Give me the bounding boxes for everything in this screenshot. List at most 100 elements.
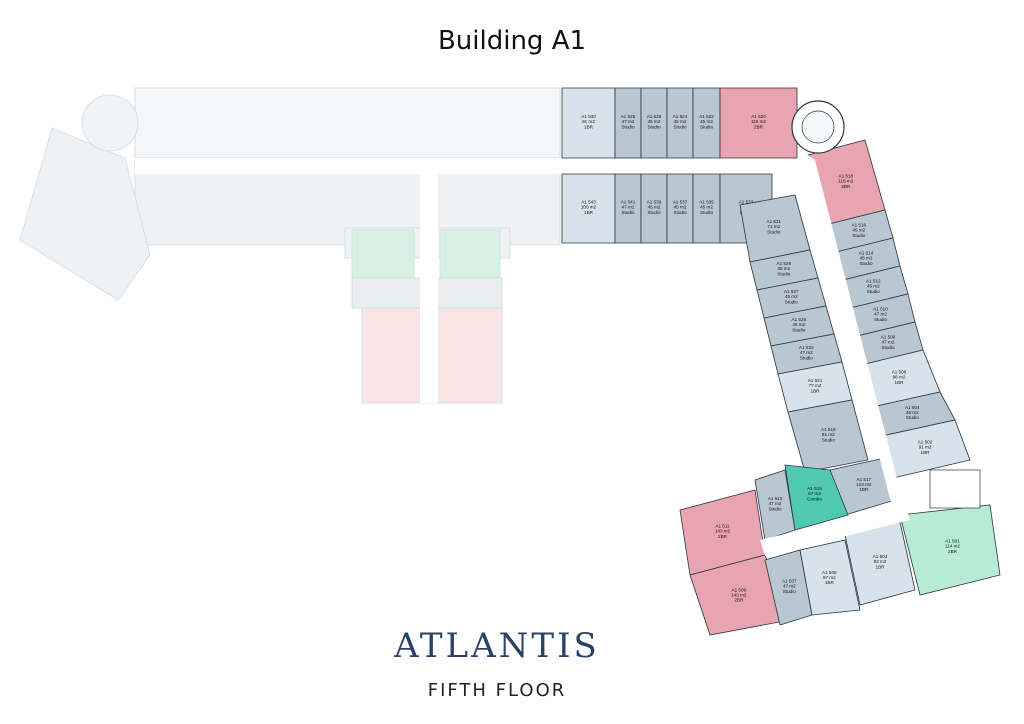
- unit-shape[interactable]: [719, 87, 798, 159]
- unit-label: A1 522: [699, 114, 714, 119]
- unit-label: 115 m2: [751, 119, 766, 124]
- unit-label: A1 518: [839, 174, 854, 179]
- unit-label: A1 535: [699, 200, 714, 205]
- unit-label: A1 524: [673, 114, 688, 119]
- unit-label: A1 519: [821, 427, 836, 432]
- unit-label: A1 516: [852, 223, 867, 228]
- dim-mint-left: [351, 229, 415, 279]
- unit-label: 45 m2: [792, 322, 805, 327]
- unit-label: 2BR: [754, 124, 764, 129]
- unit-label: A1 505: [822, 570, 837, 575]
- unit-label: 1BR: [811, 388, 821, 393]
- unit-label: 1BR: [859, 487, 869, 492]
- unit-label: A1 539: [647, 200, 662, 205]
- unit-label: 45 m2: [906, 410, 919, 415]
- unit-label: Combo: [807, 496, 822, 501]
- unit-label: Studio: [700, 124, 713, 129]
- unit-label: Studio: [822, 437, 835, 442]
- unit-label: 45 m2: [867, 284, 880, 289]
- unit-label: 45 m2: [648, 119, 661, 124]
- unit-label: 47 m2: [622, 119, 635, 124]
- unit-label: A1 502: [918, 440, 933, 445]
- unit-label: A1 526: [647, 114, 662, 119]
- unit-label: A1 525: [792, 317, 807, 322]
- unit-shape[interactable]: [799, 539, 861, 616]
- unit-label: 81 m2: [822, 432, 835, 437]
- unit-label: Studio: [700, 210, 713, 215]
- unit-label: Studio: [852, 233, 865, 238]
- unit-label: 114 m2: [945, 544, 960, 549]
- unit-label: 47 m2: [622, 205, 635, 210]
- unit-label: 45 m2: [777, 266, 790, 271]
- unit-label: Studio: [867, 289, 880, 294]
- elevator-core: [929, 469, 981, 509]
- unit-label: A1 520: [751, 114, 766, 119]
- floor-label: FIFTH FLOOR: [427, 680, 567, 701]
- unit-label: Studio: [859, 261, 872, 266]
- unit-label: A1 512: [866, 279, 881, 284]
- unit-label: A1 529: [777, 261, 792, 266]
- unit-label: Studio: [621, 124, 634, 129]
- unit-shape[interactable]: [784, 464, 849, 531]
- unit-label: 47 m2: [882, 340, 895, 345]
- unit-label: Studio: [792, 327, 805, 332]
- dim-corridor-vertical: [420, 158, 438, 403]
- unit-label: 143 m2: [715, 529, 731, 534]
- unit-label: Studio: [673, 210, 686, 215]
- unit-label: 2BR: [841, 184, 851, 189]
- unit-label: A1 510: [873, 307, 888, 312]
- unit-label: Studio: [785, 299, 798, 304]
- corridor-bottom: [760, 505, 910, 556]
- unit-label: 143 m2: [731, 593, 747, 598]
- unit-label: 1BR: [876, 564, 886, 569]
- unit-label: 45 m2: [674, 205, 687, 210]
- unit-label: A1 521: [808, 378, 823, 383]
- unit-label: A1 541: [621, 200, 636, 205]
- dimmed-wing: [19, 87, 561, 404]
- unit-label: A1 508: [881, 335, 896, 340]
- unit-label: 1BR: [825, 580, 835, 585]
- unit-label: Studio: [777, 271, 790, 276]
- unit-label: A1 514: [859, 251, 874, 256]
- unit-label: Studio: [647, 124, 660, 129]
- unit-label: A1 533: [739, 200, 754, 205]
- unit-label: Studio: [767, 229, 780, 234]
- stair-inner: [801, 110, 835, 144]
- unit-label: 100 m2: [581, 205, 597, 210]
- unit-label: 2BR: [718, 534, 728, 539]
- unit-label: 91 m2: [582, 119, 595, 124]
- unit-label: 123 m2: [856, 482, 872, 487]
- unit-label: A1 509: [732, 587, 747, 592]
- unit-label: A1 527: [784, 289, 799, 294]
- unit-label: A1 503: [873, 554, 888, 559]
- unit-label: 98 m2: [893, 375, 906, 380]
- unit-label: Studio: [621, 210, 634, 215]
- unit-label: Studio: [906, 415, 919, 420]
- unit-label: 47 m2: [874, 312, 887, 317]
- unit-label: 1BR: [584, 124, 594, 129]
- unit-label: 1BR: [921, 450, 931, 455]
- unit-label: 1BR: [895, 380, 905, 385]
- unit-shape[interactable]: [787, 399, 869, 473]
- unit-label: A1 523: [799, 345, 814, 350]
